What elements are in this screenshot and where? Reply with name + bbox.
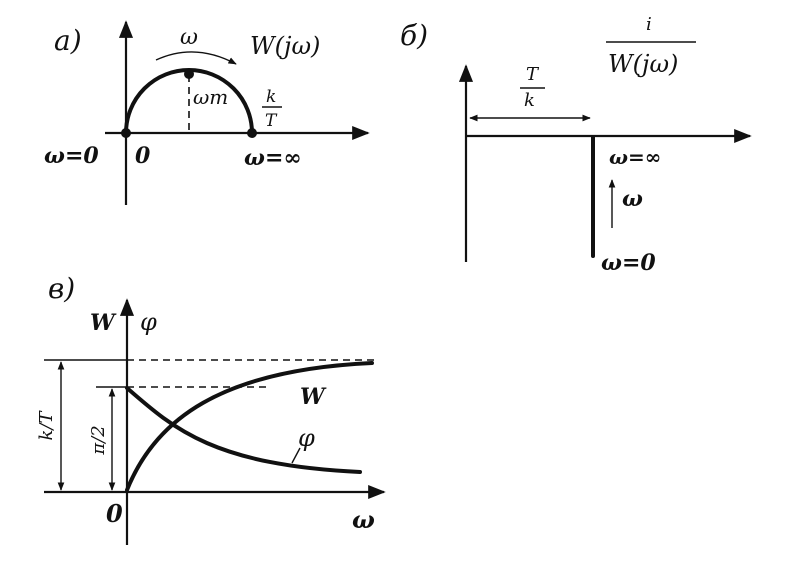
phi-curve: [125, 361, 374, 492]
panel-a-omega: ω: [180, 25, 198, 50]
panel-a-omega-inf: ω=∞: [244, 145, 302, 171]
point-omega-inf: [247, 128, 257, 138]
panel-c-pi-over-2: π/2: [88, 425, 109, 455]
panel-a-k: k: [266, 87, 276, 107]
panel-c-omega: ω: [352, 505, 375, 534]
panel-c-w-axis: W: [90, 310, 117, 336]
panel-b-omega-inf: ω=∞: [609, 145, 661, 169]
panel-c-k-over-t: k/T: [36, 410, 57, 441]
panel-a-omega-zero: ω=0: [44, 143, 99, 169]
panel-b-omega-zero: ω=0: [601, 250, 656, 276]
panel-a-origin: 0: [135, 143, 151, 169]
panel-b: б) i W(jω) T k ω=∞ ω ω=0: [400, 14, 752, 276]
panel-c-origin: 0: [106, 499, 123, 528]
omega-direction-arrow: [155, 51, 237, 65]
point-omega-zero: [121, 128, 131, 138]
panel-b-func-num: i: [646, 14, 652, 35]
panel-c-phi-axis: φ: [140, 308, 157, 336]
panel-a-t: T: [265, 111, 278, 131]
panel-a: а) ω W(jω) ωт k T ω=0 0 ω=∞: [44, 20, 370, 205]
panel-c-label: в): [48, 272, 75, 305]
phi-leader: [291, 447, 301, 464]
panel-b-k: k: [524, 90, 535, 111]
point-omega-t: [184, 69, 194, 79]
panel-a-function: W(jω): [250, 32, 320, 60]
panel-b-t: T: [526, 64, 540, 85]
panel-a-omega-t: ωт: [193, 85, 228, 109]
panel-c: в) W φ k/T π/2 W φ 0 ω: [36, 272, 386, 545]
panel-b-omega: ω: [622, 186, 643, 212]
panel-c-phi-curve-label: φ: [298, 424, 315, 452]
panel-a-label: а): [54, 24, 82, 57]
panel-b-label: б): [400, 19, 428, 52]
w-curve: [125, 386, 362, 474]
panel-b-func-den: W(jω): [608, 50, 678, 78]
panel-c-w-curve-label: W: [300, 384, 327, 410]
